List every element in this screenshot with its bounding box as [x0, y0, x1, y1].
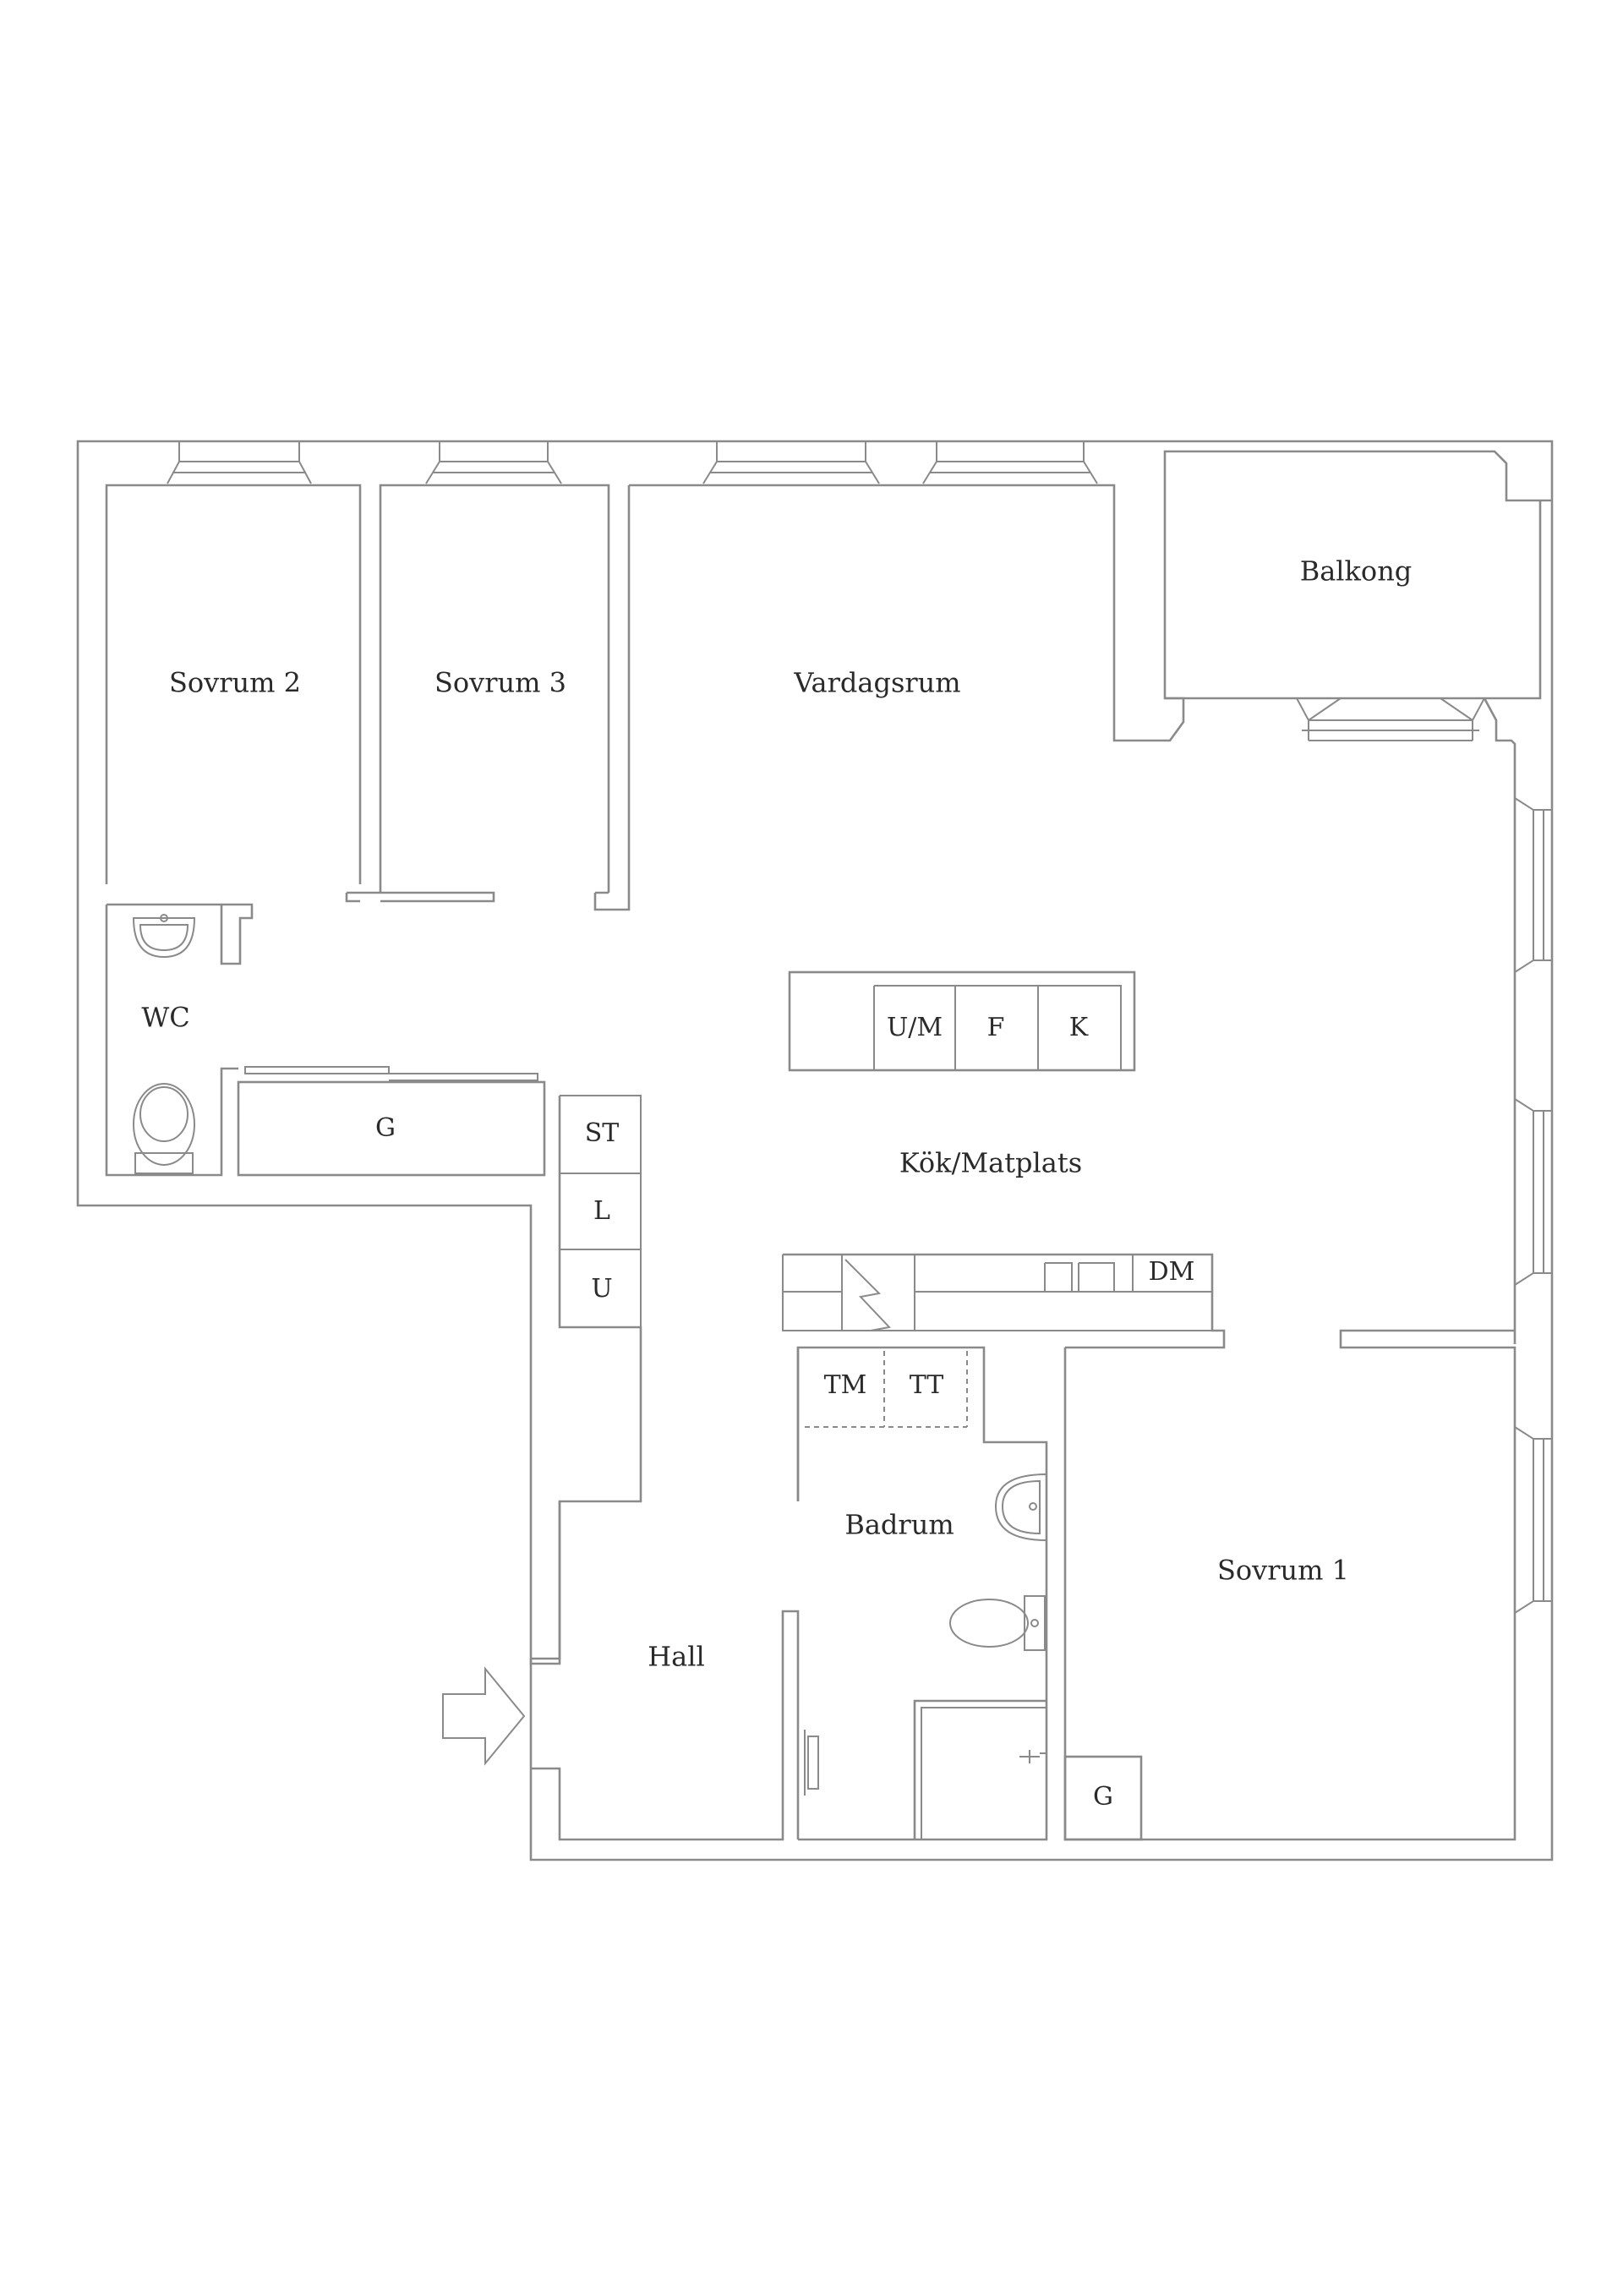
window-right-1	[1514, 797, 1552, 973]
window-balkong	[1296, 697, 1485, 741]
room-label-sovrum3: Sovrum 3	[434, 667, 566, 699]
wall-sovrum2-3-bottom	[347, 891, 495, 903]
wardrobe-sovrum1	[1063, 1755, 1143, 1841]
kitchen-counter	[782, 1253, 1226, 1349]
wall-balkong	[1165, 500, 1542, 700]
wall-sovrum2	[105, 484, 362, 884]
window-right-2	[1514, 1098, 1552, 1286]
wall-badrum-inner	[913, 1699, 1046, 1840]
window-right-3	[1514, 1426, 1552, 1614]
washer-dryer	[805, 1351, 968, 1428]
window-sovrum3	[425, 441, 562, 484]
room-label-vardagsrum: Vardagsrum	[793, 667, 960, 699]
wall-sovrum3	[379, 484, 610, 893]
window-vardagsrum-2	[922, 441, 1098, 484]
wardrobe-wc	[237, 1066, 546, 1177]
towel-rail-icon	[804, 1730, 819, 1796]
window-vardagsrum-1	[702, 441, 880, 484]
entrance-arrow-icon	[442, 1666, 526, 1766]
kitchen-island	[788, 970, 1136, 1072]
room-label-sovrum2: Sovrum 2	[169, 667, 301, 699]
fixture-k: K	[1069, 1013, 1089, 1042]
appliance-column	[531, 1095, 642, 1660]
sink-wc-icon	[132, 914, 196, 959]
room-label-sovrum1: Sovrum 1	[1217, 1555, 1349, 1587]
toilet-badrum-icon	[949, 1595, 1046, 1651]
room-label-badrum: Badrum	[844, 1509, 954, 1541]
wall-wc	[105, 903, 254, 1177]
wall-balkong-lower	[1483, 697, 1516, 1344]
fixture-st: ST	[585, 1118, 620, 1148]
fixture-dm: DM	[1149, 1257, 1195, 1287]
room-label-balkong: Balkong	[1300, 555, 1413, 588]
stove-icon	[844, 1259, 891, 1331]
fixture-tm: TM	[824, 1370, 867, 1400]
room-label-wc: WC	[141, 1002, 189, 1034]
fixture-l: L	[593, 1196, 610, 1226]
fixture-g-sovrum1: G	[1093, 1782, 1113, 1812]
window-sovrum2	[167, 441, 312, 484]
fixture-um: U/M	[887, 1013, 943, 1042]
wall-hall-right	[796, 1348, 915, 1841]
fixture-g-wardrobe: G	[375, 1113, 396, 1143]
shower-tap-icon	[1019, 1750, 1046, 1763]
fixture-tt: TT	[910, 1370, 944, 1400]
fixture-u: U	[591, 1274, 612, 1304]
wall-sovrum2-stub	[345, 893, 360, 903]
sink-badrum-icon	[994, 1473, 1047, 1542]
room-label-kok: Kök/Matplats	[899, 1147, 1082, 1179]
toilet-wc-icon	[133, 1083, 195, 1174]
outer-wall	[76, 440, 1554, 1861]
wall-sovrum3-bottom-stub	[593, 485, 631, 911]
room-label-hall: Hall	[648, 1641, 704, 1673]
wall-hall-left	[529, 1501, 800, 1841]
shower-area	[921, 1707, 1046, 1840]
fixture-f: F	[987, 1013, 1005, 1042]
